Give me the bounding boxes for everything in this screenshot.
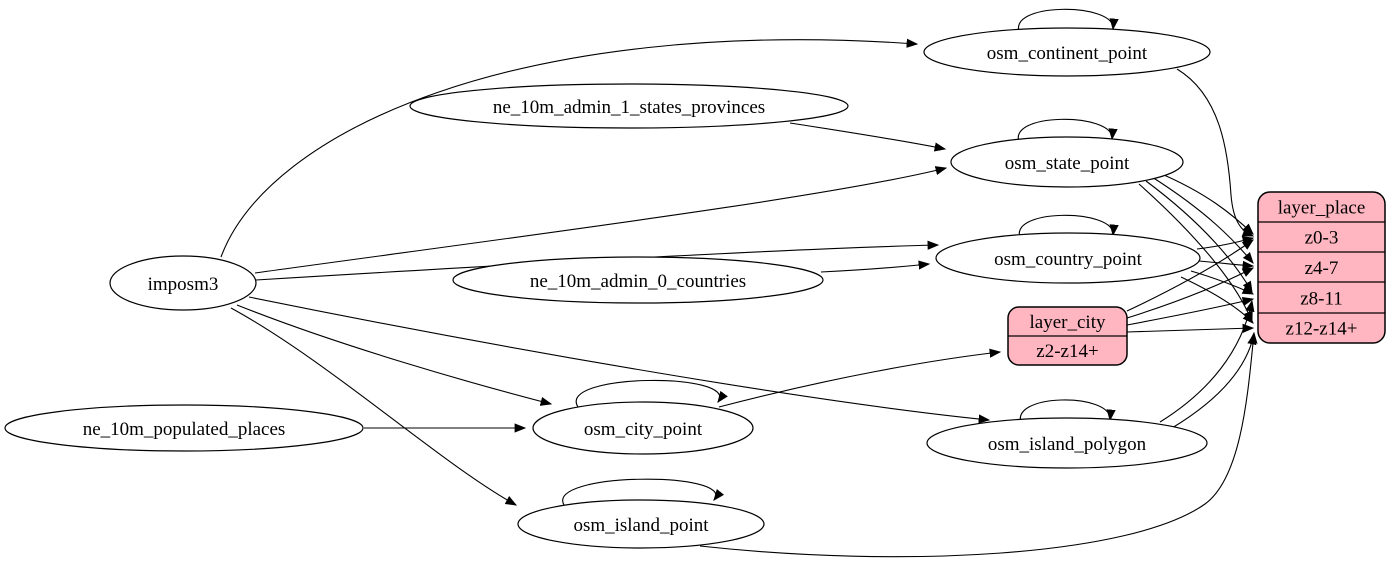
node-osm_city_point-shape: [532, 401, 754, 455]
edge-osm_city_point-self: [575, 379, 728, 408]
node-osm_island_point-label: osm_island_point: [573, 515, 709, 536]
edge-imposm3-osm_island_point: [230, 307, 518, 506]
node-osm_continent_point-shape: [923, 27, 1211, 77]
edge-osm_state_point-layer_place-z8-11: [1145, 180, 1253, 294]
node-imposm3-label: imposm3: [148, 274, 219, 295]
node-ne_10m_admin_0_countries-shape: [452, 256, 824, 304]
node-osm_continent_point: osm_continent_point: [923, 27, 1211, 77]
node-osm_island_point-shape: [517, 499, 765, 549]
node-layer_place-row-z0-3: z0-3: [1305, 228, 1339, 249]
edge-osm_island_polygon-layer_place-z8-11: [1159, 299, 1255, 423]
edge-osm_country_point-layer_place-z0-3: [1196, 236, 1255, 250]
node-osm_island_polygon-label: osm_island_polygon: [988, 434, 1147, 455]
edge-imposm3-osm_island_polygon: [248, 296, 991, 424]
edge-layer_city-layer_place-z4-7: [1126, 267, 1255, 319]
edge-layer_city-layer_place-z12-z14: [1126, 323, 1255, 333]
edge-layer_city-layer_place-z8-11: [1126, 296, 1255, 326]
edge-ne_10m_admin_0_countries-osm_country_point: [820, 260, 931, 273]
node-layer_place-row-z12-z14: z12-z14+: [1286, 319, 1358, 340]
nodes-layer: imposm3 ne_10m_admin_1_states_provinces …: [4, 27, 1386, 549]
node-ne_10m_admin_1_states_provinces: ne_10m_admin_1_states_provinces: [409, 83, 849, 129]
edge-osm_state_point-layer_place-z0-3: [1156, 171, 1254, 235]
edge-osm_state_point-layer_place-z4-7: [1151, 176, 1254, 264]
edge-osm_island_polygon-layer_place-z12-z14: [1171, 332, 1257, 429]
node-layer_city: layer_city z2-z14+: [1007, 306, 1128, 366]
node-layer_place-row-z4-7: z4-7: [1305, 258, 1339, 279]
node-osm_city_point: osm_city_point: [532, 401, 754, 455]
node-ne_10m_populated_places-label: ne_10m_populated_places: [83, 419, 286, 440]
edge-imposm3-osm_continent_point: [220, 38, 919, 258]
edge-osm_state_point-self: [1017, 118, 1118, 145]
edge-osm_island_polygon-self: [1019, 399, 1116, 426]
node-ne_10m_admin_0_countries: ne_10m_admin_0_countries: [452, 256, 824, 304]
node-ne_10m_admin_0_countries-label: ne_10m_admin_0_countries: [530, 271, 746, 292]
edge-osm_continent_point-self: [1017, 8, 1119, 35]
node-ne_10m_populated_places-shape: [4, 404, 364, 452]
edge-osm_country_point-layer_place-z8-11: [1190, 270, 1255, 295]
edges-layer: [220, 8, 1258, 558]
edge-osm_country_point-layer_place-z12-z14: [1180, 276, 1254, 324]
node-layer_place-row-z8-11: z8-11: [1300, 289, 1343, 310]
node-osm_island_polygon: osm_island_polygon: [926, 417, 1208, 469]
node-ne_10m_admin_1_states_provinces-label: ne_10m_admin_1_states_provinces: [493, 97, 765, 118]
edge-layer_city-layer_place-z0-3: [1126, 239, 1254, 312]
node-osm_country_point-label: osm_country_point: [994, 249, 1142, 270]
node-layer_city-row-z2-z14: z2-z14+: [1036, 341, 1098, 362]
edge-imposm3-osm_state_point: [254, 166, 948, 274]
node-layer_place-shape: [1257, 191, 1386, 344]
edge-osm_country_point-self: [1018, 214, 1119, 241]
node-layer_place: layer_place z0-3 z4-7 z8-11 z12-z14+: [1257, 191, 1386, 344]
node-osm_city_point-label: osm_city_point: [584, 419, 703, 440]
edge-osm_city_point-layer_city: [718, 348, 1002, 408]
node-osm_country_point: osm_country_point: [935, 232, 1201, 284]
node-osm_island_point: osm_island_point: [517, 499, 765, 549]
node-ne_10m_populated_places: ne_10m_populated_places: [4, 404, 364, 452]
node-osm_state_point-shape: [950, 136, 1184, 188]
node-imposm3-shape: [109, 255, 257, 311]
edge-osm_continent_point-layer_place-z0-3: [1176, 68, 1255, 237]
node-osm_island_polygon-shape: [926, 417, 1208, 469]
edge-imposm3-osm_city_point: [236, 304, 553, 406]
node-osm_continent_point-label: osm_continent_point: [987, 43, 1148, 64]
edge-osm_island_point-self: [562, 478, 725, 506]
node-imposm3: imposm3: [109, 255, 257, 311]
node-osm_country_point-shape: [935, 232, 1201, 284]
node-osm_state_point: osm_state_point: [950, 136, 1184, 188]
edge-osm_country_point-layer_place-z4-7: [1198, 260, 1255, 270]
node-layer_city-title: layer_city: [1030, 312, 1106, 333]
edge-ne_10m_admin_1_states_provinces-osm_state_point: [789, 122, 947, 152]
node-osm_state_point-label: osm_state_point: [1005, 153, 1130, 174]
edge-osm_island_point-layer_place-z12-z14: [699, 331, 1258, 558]
node-layer_place-title: layer_place: [1278, 198, 1366, 219]
node-ne_10m_admin_1_states_provinces-shape: [409, 83, 849, 129]
